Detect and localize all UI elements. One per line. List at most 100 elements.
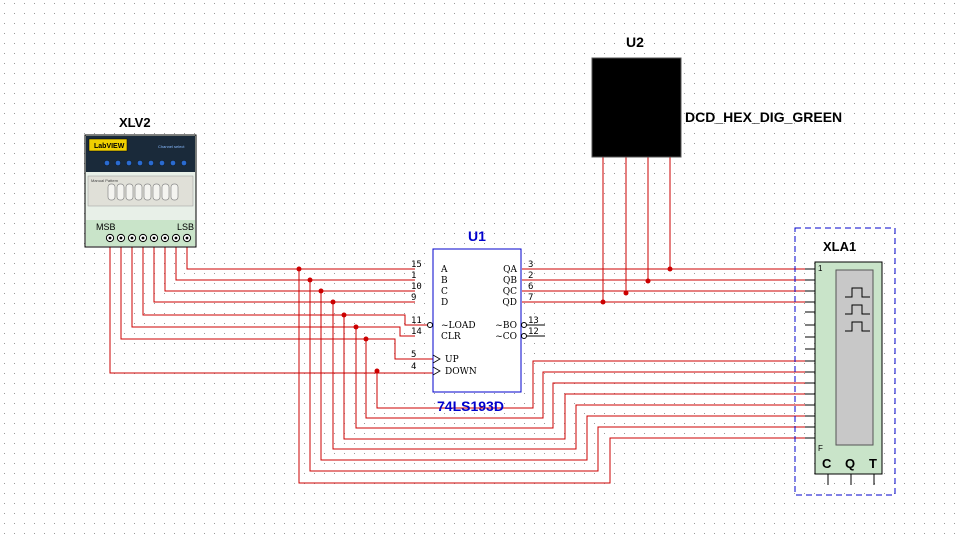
xla1-screen	[835, 269, 874, 446]
lsb-label: LSB	[177, 222, 194, 232]
xlv2-ref-label: XLV2	[119, 115, 151, 130]
u1-left-pin-number: 4	[411, 362, 416, 372]
xlv2-instrument[interactable]: XLV2 LabVIEW Channel select Manual Patte…	[84, 115, 197, 248]
junction-dot	[307, 277, 313, 283]
xlv2-pin-center	[174, 236, 178, 240]
wire	[120, 238, 433, 360]
digit-wheel-icon	[125, 183, 134, 201]
digit-wheel-icon	[107, 183, 116, 201]
xla1-logic-analyzer[interactable]: XLA1 1 F C Q T	[794, 227, 896, 496]
wire	[355, 327, 815, 429]
wire	[343, 315, 815, 440]
inversion-bubble	[521, 322, 527, 328]
wire	[164, 238, 415, 292]
xla1-pin-q-label: Q	[845, 456, 855, 471]
u1-right-pin-name: QA	[503, 265, 517, 275]
u1-right-pin-name: QD	[502, 298, 517, 308]
xlv2-pin-center	[141, 236, 145, 240]
knob-icon	[181, 160, 187, 166]
xlv2-panel-title: Channel select	[158, 144, 185, 149]
digit-wheel-icon	[161, 183, 170, 201]
u1-left-pin-number: 14	[411, 327, 422, 337]
junction-dot	[667, 266, 673, 272]
wire	[175, 238, 415, 281]
xla1-pin-c-label: C	[822, 456, 832, 471]
wire	[298, 269, 815, 484]
u1-part-label: 74LS193D	[437, 398, 504, 414]
xlv2-digits-label: Manual Pattern	[91, 178, 118, 183]
junction-dot	[623, 290, 629, 296]
u1-left-pin-number: 11	[411, 316, 422, 326]
junction-dot	[330, 299, 336, 305]
wires	[109, 157, 815, 484]
knob-icon	[148, 160, 154, 166]
u2-body	[591, 57, 682, 158]
labview-logo-text: LabVIEW	[94, 143, 125, 150]
junction-dot	[645, 278, 651, 284]
wire	[309, 280, 815, 472]
wire	[320, 291, 815, 461]
u1-right-pin-number: 13	[528, 316, 539, 326]
u2-part-label: DCD_HEX_DIG_GREEN	[685, 109, 842, 125]
u1-left-pin-name: D	[441, 298, 448, 308]
knob-icon	[170, 160, 176, 166]
knob-icon	[137, 160, 143, 166]
u1-left-pin-number: 5	[411, 350, 416, 360]
wire	[332, 302, 815, 450]
digit-wheel-icon	[170, 183, 179, 201]
digit-wheel-icon	[152, 183, 161, 201]
xla1-bottom-pins[interactable]	[827, 474, 875, 485]
xlv2-pin-center	[152, 236, 156, 240]
u1-left-pin-name: UP	[445, 355, 459, 365]
u1-left-pin-name: CLR	[441, 332, 461, 342]
junction-dot	[353, 324, 359, 330]
u1-ref-label: U1	[468, 228, 486, 244]
digit-wheel-icon	[116, 183, 125, 201]
clock-arrow-icon	[432, 354, 441, 364]
junction-dot	[600, 299, 606, 305]
u1-right-pin-name: QB	[503, 276, 517, 286]
channel-knobs	[104, 160, 187, 166]
knob-icon	[104, 160, 110, 166]
xlv2-pin-center	[119, 236, 123, 240]
wire	[186, 238, 415, 270]
u1-right-pin-number: 6	[528, 282, 533, 292]
xla1-first-channel: 1	[818, 264, 823, 273]
pattern-digits	[107, 183, 179, 201]
junction-dot	[341, 312, 347, 318]
labview-logo	[88, 138, 128, 152]
inversion-bubble	[427, 322, 433, 328]
u1-left-pin-number: 10	[411, 282, 422, 292]
junctions	[296, 266, 673, 374]
wire	[142, 238, 428, 326]
u2-hex-display[interactable]: U2 DCD_HEX_DIG_GREEN	[591, 34, 842, 158]
xlv2-pin-center	[185, 236, 189, 240]
xla1-input-pins[interactable]	[805, 268, 815, 439]
xlv2-pin-center	[108, 236, 112, 240]
knob-icon	[159, 160, 165, 166]
xlv2-pin-center	[163, 236, 167, 240]
junction-dot	[363, 336, 369, 342]
u1-left-pin-name: A	[440, 265, 448, 275]
u1-left-pin-name: C	[441, 287, 448, 297]
wire	[376, 360, 815, 409]
u1-right-pin-name: ~CO	[495, 332, 517, 342]
wire	[365, 339, 815, 419]
digit-wheel-icon	[134, 183, 143, 201]
wire	[153, 238, 415, 303]
xlv2-pins[interactable]	[105, 233, 192, 243]
u1-left-pin-name: B	[441, 276, 448, 286]
junction-dot	[374, 368, 380, 374]
xla1-pin-t-label: T	[869, 456, 877, 471]
wire	[131, 238, 415, 337]
u1-right-pin-number: 2	[528, 271, 533, 281]
u1-right-pin-number: 12	[528, 327, 539, 337]
u1-body	[432, 248, 522, 393]
msb-label: MSB	[96, 222, 116, 232]
junction-dot	[296, 266, 302, 272]
clock-arrow-icon	[432, 366, 441, 376]
u1-left-pin-name: ~LOAD	[441, 321, 476, 331]
